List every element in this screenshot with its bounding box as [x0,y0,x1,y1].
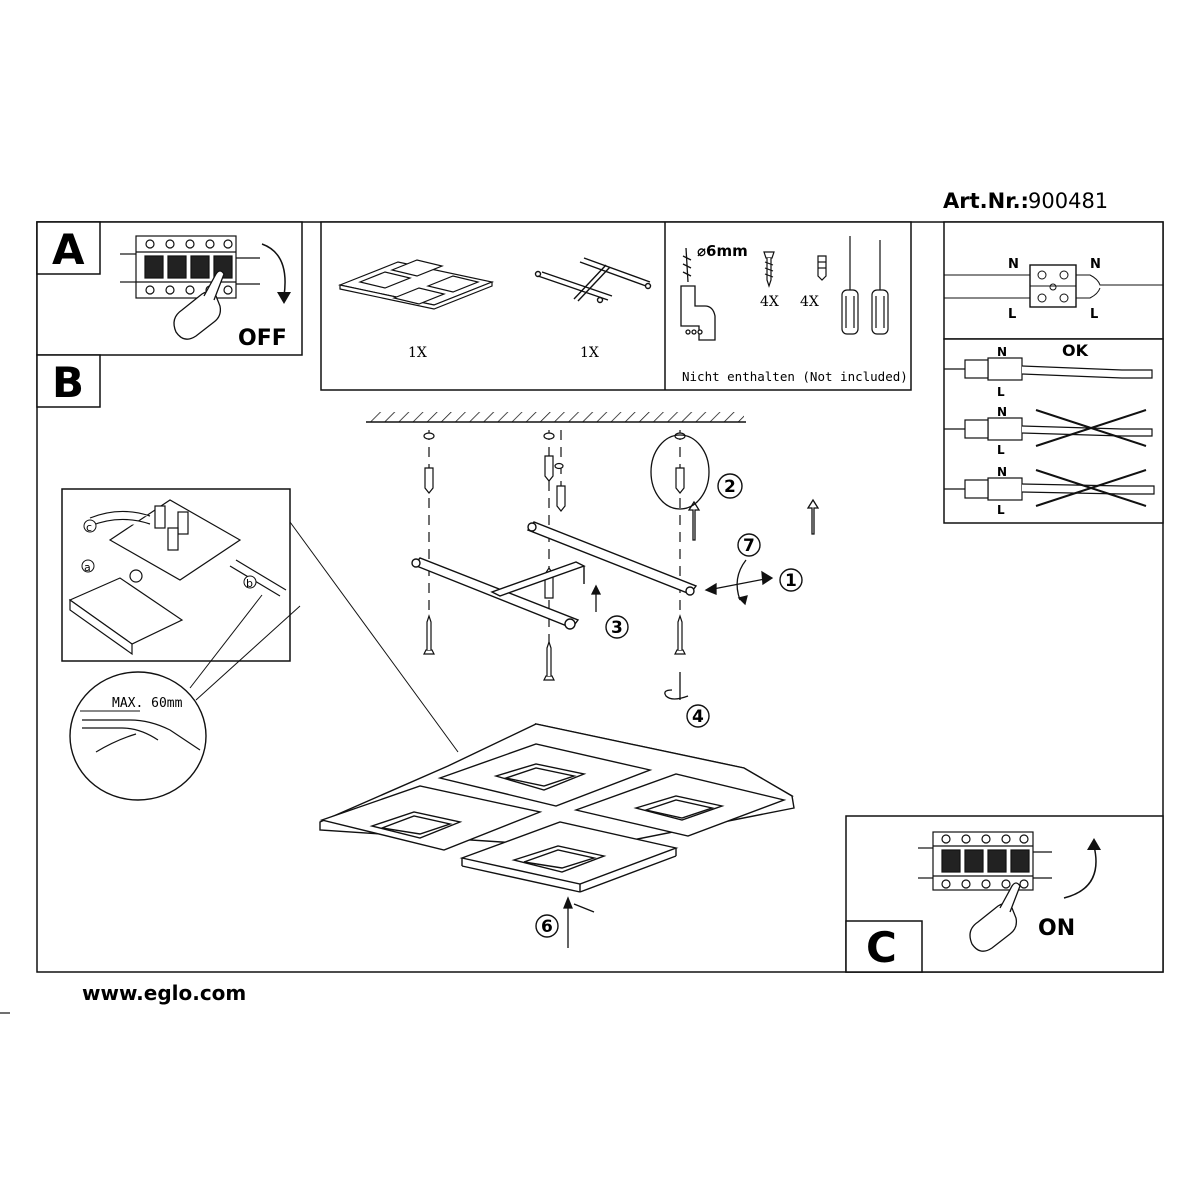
wire-l-label: L [1008,307,1016,322]
screw-icon [763,251,775,288]
arrow-up-icon [1087,838,1101,850]
panel-c-state: ON [1038,916,1075,941]
screwdriver-icon [841,236,889,335]
arrow-head-icon [277,292,291,304]
panel-a-letter: A [52,225,85,274]
lamp-qty: 1X [408,345,427,361]
article-number: 900481 [1028,189,1108,213]
screw-qty: 4X [760,294,779,310]
wiring-diagram: N N L L [943,221,1164,340]
zoom-lines [189,521,459,753]
step-7: 7 [737,533,761,557]
wall-plug-icon [817,255,827,281]
wiring-ok-label: OK [1062,341,1089,360]
hand-icon [173,270,225,340]
ceiling [366,412,746,423]
wire-l-label-right: L [1090,307,1098,322]
wiring-check-panel [943,338,1164,524]
bracket-part-icon [534,257,652,304]
wrong2-n-label: N [997,465,1007,479]
svg-text:6: 6 [541,917,553,937]
ceiling-lamp [319,723,795,893]
hand-on-icon [969,882,1021,952]
wrong2-l-label: L [997,503,1005,517]
svg-text:1: 1 [785,571,797,591]
step-4: 4 [686,704,710,728]
svg-text:4: 4 [692,707,704,727]
website-link[interactable]: www.eglo.com [82,981,246,1005]
wrong1-n-label: N [997,405,1007,419]
step-6: 6 [535,914,559,938]
svg-text:3: 3 [611,618,623,638]
detail-connector-box: c a b [61,488,291,662]
article-label: Art.Nr.: [943,189,1029,213]
rotate-arrow-icon [261,243,286,297]
parts-box: 1X 1X ⌀6mm 4X 4X [320,221,912,391]
detail-letter-b: b [246,577,253,590]
panel-a-state: OFF [238,326,287,351]
svg-text:2: 2 [724,477,736,497]
callout-circle [650,434,710,510]
max-strip-label: MAX. 60mm [112,696,183,711]
detail-letter-a: a [84,561,91,574]
wrong1-l-label: L [997,443,1005,457]
panel-a: A OFF [36,221,303,356]
strip-length-detail [69,671,207,801]
not-included-note: Nicht enthalten (Not included) [682,369,908,384]
step-2: 2 [717,473,743,499]
direction-arrows [563,498,820,948]
detail-letter-c: c [86,521,92,534]
svg-text:7: 7 [743,536,755,556]
drill-icon [680,247,716,341]
wire-n-label-right: N [1090,257,1101,272]
step-3: 3 [605,615,629,639]
panel-c: C ON [845,815,1164,973]
lamp-part-icon [337,259,495,310]
wall-plugs [423,432,686,512]
mounting-bracket [411,521,698,630]
terminal-block-on-icon [918,831,1052,891]
step-1: 1 [779,568,803,592]
rotate-back-arrow-icon [1063,845,1097,899]
panel-c-letter: C [866,923,897,972]
step-markers: 1 2 3 4 5 6 7 [253,473,803,938]
drill-size: ⌀6mm [697,242,748,260]
plug-qty: 4X [800,294,819,310]
wire-n-label: N [1008,257,1019,272]
panel-b-letter-box [36,354,101,408]
ok-n-label: N [997,345,1007,359]
ok-l-label: L [997,385,1005,399]
panel-b-letter: B [52,358,84,407]
bracket-qty: 1X [580,345,599,361]
